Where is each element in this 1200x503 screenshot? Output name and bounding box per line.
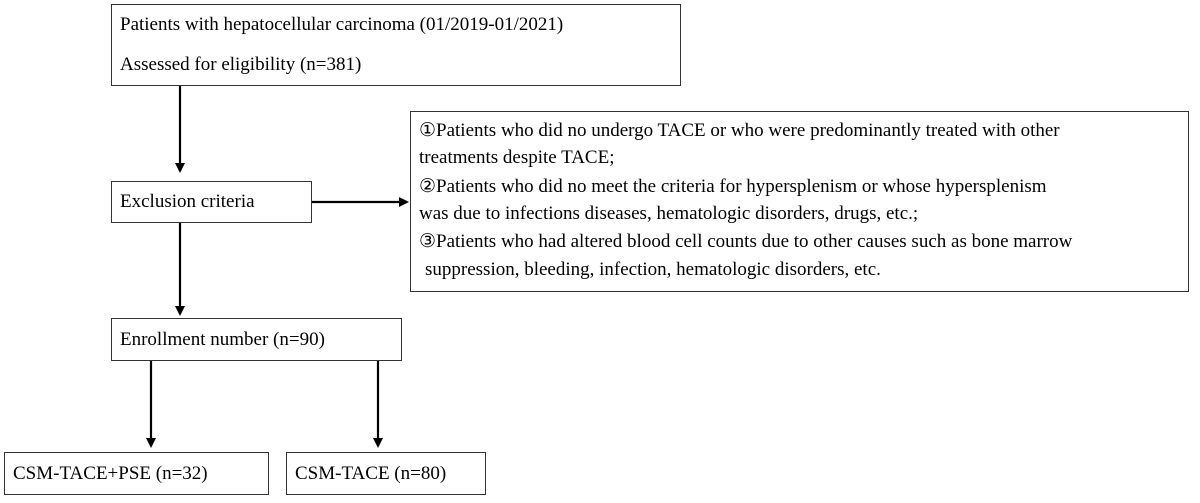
criterion-3-line-1: ③Patients who had altered blood cell cou… bbox=[419, 231, 1073, 252]
group-b-label: CSM-TACE (n=80) bbox=[295, 463, 447, 484]
criteria-box: ①Patients who did no undergo TACE or who… bbox=[410, 111, 1189, 292]
start-title: Patients with hepatocellular carcinoma (… bbox=[120, 14, 564, 35]
enrollment-label: Enrollment number (n=90) bbox=[120, 329, 325, 350]
criterion-2-line-2: was due to infections diseases, hematolo… bbox=[419, 203, 919, 224]
group-a-label: CSM-TACE+PSE (n=32) bbox=[13, 463, 208, 484]
criterion-1-line-2: treatments despite TACE; bbox=[419, 147, 615, 168]
group-a-box: CSM-TACE+PSE (n=32) bbox=[4, 452, 269, 495]
enrollment-box: Enrollment number (n=90) bbox=[111, 318, 402, 361]
criterion-1-line-1: ①Patients who did no undergo TACE or who… bbox=[419, 120, 1060, 141]
exclusion-label: Exclusion criteria bbox=[120, 191, 255, 212]
group-b-box: CSM-TACE (n=80) bbox=[286, 452, 486, 495]
criterion-3-line-2: suppression, bleeding, infection, hemato… bbox=[425, 259, 881, 280]
criterion-2-line-1: ②Patients who did no meet the criteria f… bbox=[419, 176, 1047, 197]
exclusion-box: Exclusion criteria bbox=[111, 181, 312, 223]
start-box: Patients with hepatocellular carcinoma (… bbox=[111, 4, 681, 86]
start-eligibility: Assessed for eligibility (n=381) bbox=[120, 54, 362, 75]
